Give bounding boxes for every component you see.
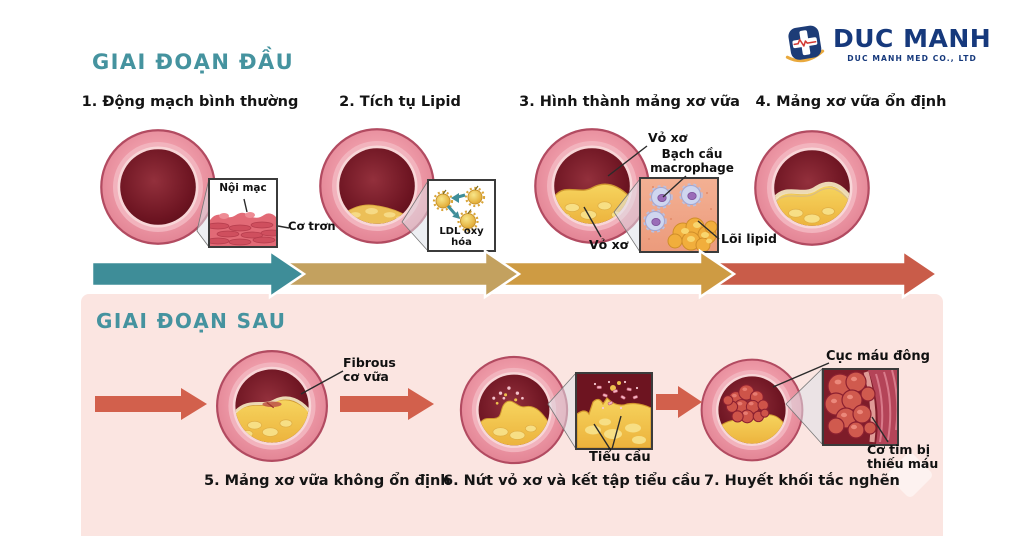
label-vo-xo-top: Vỏ xơ [648,130,688,145]
caption-stage-6: 6. Nứt vỏ xơ và kết tập tiểu cầu [443,473,701,489]
artery-stage-6-rupture [459,355,569,465]
logo-name: DUC MANH [833,24,992,53]
label-noi-mac: Nội mạc [219,182,267,194]
label-vo-xo-bottom: Vỏ xơ [589,237,629,252]
label-co-tron: Cơ trơn [288,219,336,233]
caption-stage-4: 4. Mảng xơ vữa ổn định [755,94,947,110]
artery-stage-1-normal [100,129,216,245]
inset-macrophages [639,177,719,253]
artery-stage-5-unstable [216,350,328,462]
artery-stage-2-lipid [319,128,435,244]
early-stage-heading: GIAI ĐOẠN ĐẦU [92,50,295,74]
smooth-muscle-texture [210,212,276,246]
caption-stage-7: 7. Huyết khối tắc nghẽn [704,473,900,489]
caption-stage-1: 1. Động mạch bình thường [81,94,299,110]
label-co-tim: Cơ tim bị thiếu máu [867,442,939,472]
logo: DUC MANH DUC MANH MED CO., LTD [782,22,991,68]
artery-stage-7-thrombus [700,358,804,462]
label-fibrous: Fibrous cơ vữa [343,355,396,385]
label-tieu-cau: Tiểu cầu [589,450,651,465]
inset-ldl: LDL oxy hóa [427,179,496,252]
label-loi-lipid: Lõi lipid [721,231,777,246]
inset-endothelium: Nội mạc [208,178,278,248]
label-bach-cau-macrophage: Bạch cầu macrophage [650,147,734,175]
late-stage-heading: GIAI ĐOẠN SAU [96,309,287,333]
caption-stage-5: 5. Mảng xơ vữa không ổn định [204,473,451,489]
artery-stage-3-plaque [534,128,650,244]
logo-medical-shield-icon [785,25,825,63]
inset-platelets [575,372,653,450]
clot-myocardium-art [824,370,897,444]
inset-clot-myocardium [822,368,899,446]
label-ldl-oxy-hoa: LDL oxy hóa [439,226,484,248]
logo-subtitle: DUC MANH MED CO., LTD [847,54,977,63]
ldl-particles [432,185,486,232]
platelet-rupture-art [577,374,651,448]
caption-stage-3: 3. Hình thành mảng xơ vữa [519,94,740,110]
artery-stage-4-stable [754,130,870,246]
macrophage-lipid-art [641,179,717,251]
label-cuc-mau-dong: Cục máu đông [826,349,930,364]
caption-stage-2: 2. Tích tụ Lipid [339,94,461,110]
